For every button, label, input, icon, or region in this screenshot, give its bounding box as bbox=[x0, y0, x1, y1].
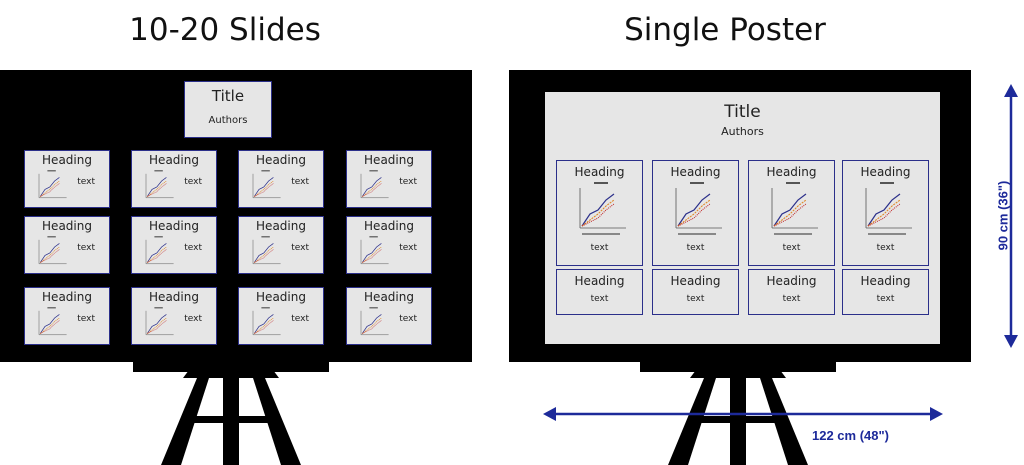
slide-text: text bbox=[184, 243, 202, 253]
poster-section-with-chart: Heading text bbox=[556, 160, 643, 266]
thumbnail-chart-icon bbox=[145, 236, 174, 265]
thumbnail-chart-icon bbox=[771, 182, 818, 235]
poster-section-heading: Heading bbox=[670, 274, 721, 288]
poster-section-heading: Heading bbox=[766, 274, 817, 288]
slide-heading: Heading bbox=[149, 290, 199, 304]
poster-section-heading: Heading bbox=[766, 165, 817, 179]
poster-section-heading: Heading bbox=[574, 274, 625, 288]
poster-section-with-chart: Heading text bbox=[652, 160, 739, 266]
slide-text: text bbox=[291, 314, 309, 324]
poster-section-text: text bbox=[686, 243, 705, 253]
poster-section-text: text bbox=[590, 294, 609, 304]
slide-text: text bbox=[184, 177, 202, 187]
slide-text: text bbox=[77, 243, 95, 253]
slide-card: Heading text bbox=[24, 150, 110, 208]
slide-text: text bbox=[291, 243, 309, 253]
poster-section-heading: Heading bbox=[860, 274, 911, 288]
right-easel bbox=[668, 370, 808, 465]
poster-section-text: text bbox=[876, 294, 895, 304]
slide-text: text bbox=[399, 243, 417, 253]
thumbnail-chart-icon bbox=[865, 182, 912, 235]
poster-section-text-only: Heading text bbox=[652, 269, 739, 315]
poster-section-text: text bbox=[782, 294, 801, 304]
thumbnail-chart-icon bbox=[252, 307, 281, 336]
slide-heading: Heading bbox=[149, 153, 199, 167]
poster-section-heading: Heading bbox=[574, 165, 625, 179]
slide-text: text bbox=[399, 314, 417, 324]
poster-section-with-chart: Heading text bbox=[842, 160, 929, 266]
slide-heading: Heading bbox=[42, 153, 92, 167]
poster-chart bbox=[843, 179, 928, 243]
left-easel bbox=[161, 370, 301, 465]
slide-heading: Heading bbox=[256, 290, 306, 304]
left-panel-heading: 10-20 Slides bbox=[129, 12, 321, 48]
thumbnail-chart-icon bbox=[360, 307, 389, 336]
slide-card: Heading text bbox=[131, 216, 217, 274]
slide-card: Heading text bbox=[346, 150, 432, 208]
poster-chart bbox=[653, 179, 738, 243]
width-label: 122 cm (48") bbox=[812, 428, 889, 443]
height-arrow bbox=[1004, 84, 1018, 348]
slide-text: text bbox=[77, 177, 95, 187]
poster-section-text: text bbox=[876, 243, 895, 253]
thumbnail-chart-icon bbox=[360, 236, 389, 265]
thumbnail-chart-icon bbox=[145, 170, 174, 199]
poster-chart bbox=[749, 179, 834, 243]
slide-card: Heading text bbox=[238, 216, 324, 274]
slide-card: Heading text bbox=[346, 287, 432, 345]
left-board-ledge bbox=[133, 362, 329, 372]
poster-section-text: text bbox=[782, 243, 801, 253]
slide-card: Heading text bbox=[238, 150, 324, 208]
thumbnail-chart-icon bbox=[145, 307, 174, 336]
slide-heading: Heading bbox=[149, 219, 199, 233]
slide-card: Heading text bbox=[24, 287, 110, 345]
slide-heading: Heading bbox=[42, 290, 92, 304]
thumbnail-chart-icon bbox=[38, 170, 67, 199]
thumbnail-chart-icon bbox=[579, 182, 626, 235]
thumbnail-chart-icon bbox=[38, 307, 67, 336]
slide-text: text bbox=[291, 177, 309, 187]
slide-heading: Heading bbox=[364, 290, 414, 304]
slide-heading: Heading bbox=[42, 219, 92, 233]
slide-card: Heading text bbox=[346, 216, 432, 274]
thumbnail-chart-icon bbox=[360, 170, 389, 199]
thumbnail-chart-icon bbox=[38, 236, 67, 265]
poster-chart bbox=[557, 179, 642, 243]
poster-section-with-chart: Heading text bbox=[748, 160, 835, 266]
slide-card: Heading text bbox=[238, 287, 324, 345]
slide-card: Heading text bbox=[131, 287, 217, 345]
width-arrow bbox=[543, 407, 943, 421]
slide-heading: Heading bbox=[256, 153, 306, 167]
thumbnail-chart-icon bbox=[252, 170, 281, 199]
poster-section-heading: Heading bbox=[860, 165, 911, 179]
poster-section-text-only: Heading text bbox=[842, 269, 929, 315]
slide-heading: Heading bbox=[364, 219, 414, 233]
slide-card: Heading text bbox=[131, 150, 217, 208]
poster-section-text: text bbox=[686, 294, 705, 304]
poster-title: Title bbox=[724, 102, 761, 122]
title-slide: Title Authors bbox=[184, 81, 272, 138]
slide-heading: Heading bbox=[364, 153, 414, 167]
right-panel-heading: Single Poster bbox=[624, 12, 826, 48]
poster-section-text: text bbox=[590, 243, 609, 253]
title-slide-authors: Authors bbox=[208, 115, 248, 126]
thumbnail-chart-icon bbox=[675, 182, 722, 235]
poster-section-text-only: Heading text bbox=[556, 269, 643, 315]
poster-authors: Authors bbox=[721, 125, 764, 138]
slide-heading: Heading bbox=[256, 219, 306, 233]
slide-text: text bbox=[77, 314, 95, 324]
poster-section-heading: Heading bbox=[670, 165, 721, 179]
title-slide-title: Title bbox=[211, 87, 245, 105]
right-board-ledge bbox=[640, 362, 836, 372]
slide-card: Heading text bbox=[24, 216, 110, 274]
slide-text: text bbox=[184, 314, 202, 324]
thumbnail-chart-icon bbox=[252, 236, 281, 265]
height-label: 90 cm (36") bbox=[995, 180, 1011, 251]
poster-section-text-only: Heading text bbox=[748, 269, 835, 315]
slide-text: text bbox=[399, 177, 417, 187]
